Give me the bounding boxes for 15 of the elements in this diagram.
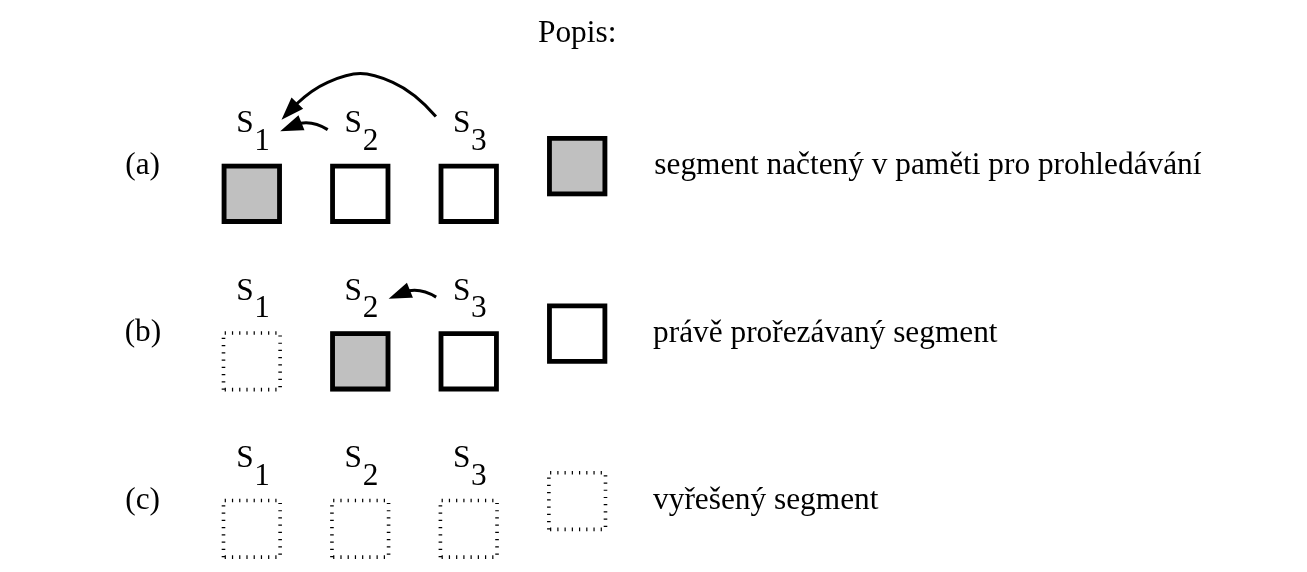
label: (a) (124, 145, 160, 181)
label: Popis: (537, 14, 616, 50)
node-box (546, 470, 607, 532)
arrow (388, 282, 437, 299)
legend-label: vyřešený segment (652, 481, 878, 517)
arrow (279, 115, 328, 132)
node-box (329, 498, 390, 559)
label: (b) (124, 313, 161, 349)
node-box (221, 498, 282, 559)
legend-label: segment načtený v paměti pro prohledávání (653, 146, 1201, 182)
node-box (438, 498, 499, 559)
node-box (221, 331, 282, 392)
arrow (281, 72, 437, 120)
legend-label: právě prořezávaný segment (652, 313, 998, 349)
label: (c) (124, 480, 160, 516)
